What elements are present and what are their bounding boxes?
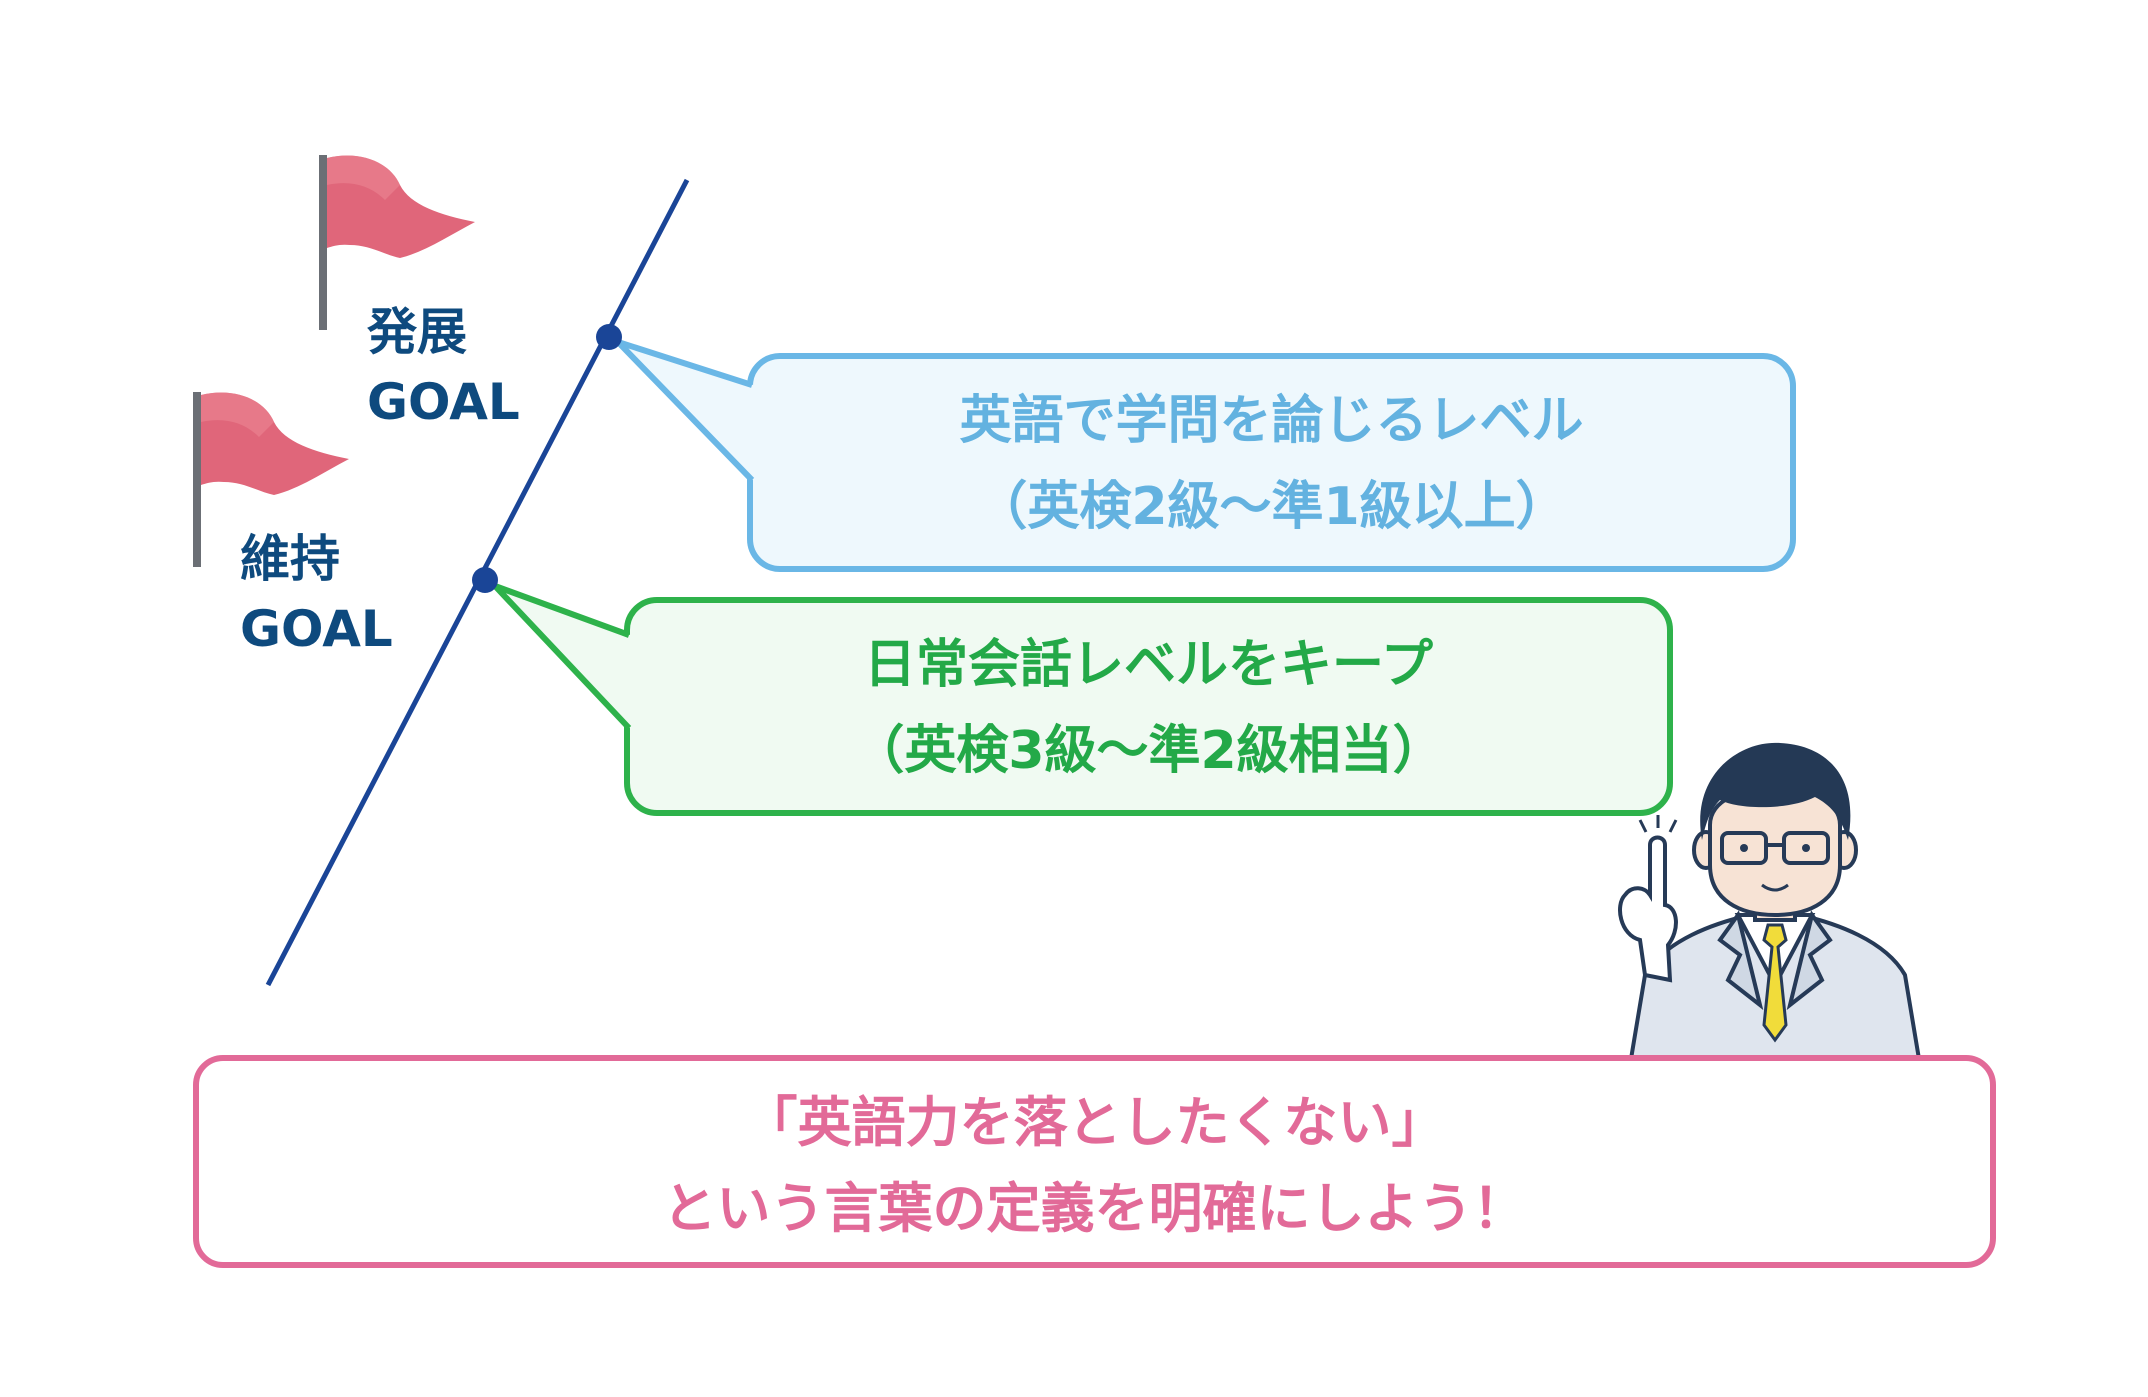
- goal-development-line1: 発展: [367, 303, 467, 361]
- bubble-advanced-line2: （英検2級～準1級以上）: [975, 477, 1568, 537]
- key-message-text: 「英語力を落としたくない」 という言葉の定義を明確にしよう！: [193, 1080, 1996, 1252]
- goal-maintenance-line1: 維持: [240, 530, 340, 588]
- bubble-advanced-line1: 英語で学問を論じるレベル: [959, 391, 1584, 451]
- teacher-illustration: [1618, 742, 1923, 1065]
- goal-maintenance: 維持 GOAL: [240, 524, 393, 664]
- bubble-basic-line2: （英検3級～準2級相当）: [852, 721, 1445, 781]
- milestone-dot-development: [596, 324, 622, 350]
- goal-maintenance-line2: GOAL: [240, 600, 393, 658]
- bubble-basic-line1: 日常会話レベルをキープ: [864, 635, 1433, 695]
- speech-bubble-advanced: [615, 339, 1796, 572]
- key-message-line2: という言葉の定義を明確にしよう！: [662, 1177, 1527, 1240]
- goal-development-line2: GOAL: [367, 373, 520, 431]
- flag-icon: [319, 155, 475, 330]
- key-message-box: [193, 1055, 1996, 1268]
- speech-bubble-basic: [492, 583, 1673, 816]
- key-message-line1: 「英語力を落としたくない」: [743, 1091, 1446, 1154]
- speech-bubble-basic-text: 日常会話レベルをキープ （英検3級～準2級相当）: [627, 622, 1670, 794]
- goal-development: 発展 GOAL: [367, 297, 520, 437]
- speech-bubble-advanced-text: 英語で学問を論じるレベル （英検2級～準1級以上）: [750, 378, 1793, 550]
- milestone-dot-maintenance: [472, 567, 498, 593]
- flag-icon: [193, 392, 349, 567]
